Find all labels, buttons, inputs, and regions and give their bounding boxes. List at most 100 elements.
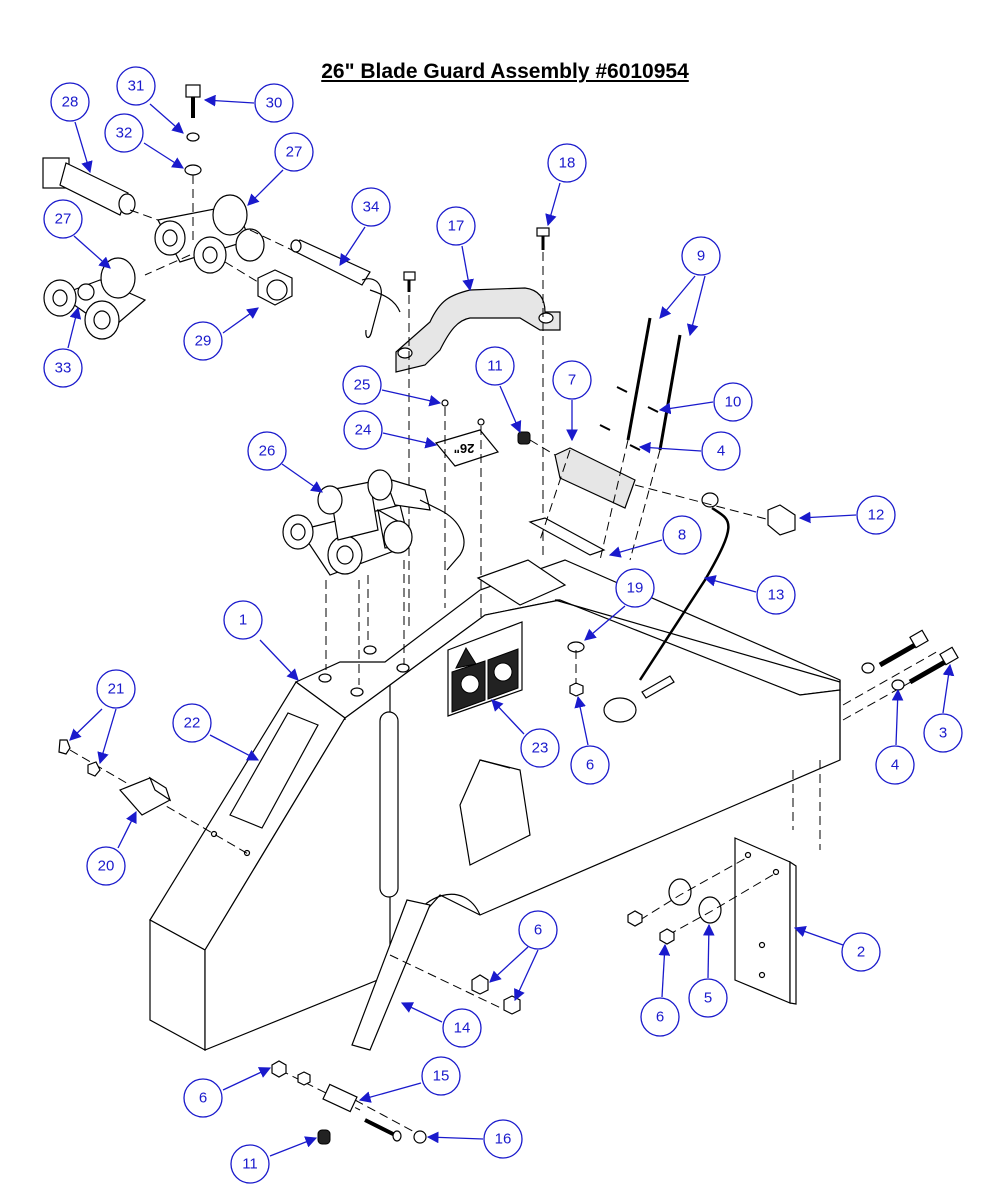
callout-leader [702,923,715,979]
callout-29: 29 [183,307,259,361]
callout-circle [875,745,915,785]
callout-circle [923,713,963,753]
callout-19: 19 [584,568,655,641]
callout-number: 6 [656,1009,664,1026]
callout-leader [259,639,299,681]
callout-circle [662,515,702,555]
callout-circle [230,1144,270,1184]
callout-leader [891,688,904,746]
callout-circle [343,410,383,450]
callout-7: 7 [552,360,592,442]
callout-6: 6 [570,695,610,785]
callout-4: 4 [875,688,915,785]
callout-6: 6 [640,943,680,1037]
callout-circle [841,932,881,972]
callout-circle [520,728,560,768]
callout-circle [43,348,83,388]
callout-circle [96,669,136,709]
diagram-title: 26" Blade Guard Assembly #6010954 [321,60,689,83]
callout-28: 28 [50,82,93,174]
callout-circle [104,113,144,153]
callout-number: 17 [448,218,465,235]
callout-leader [382,432,438,449]
callout-leader [222,307,259,334]
callout-number: 10 [725,394,742,411]
callout-circle [640,997,680,1037]
callout-leader [209,734,260,761]
callout-leader [703,575,757,593]
callout-31: 31 [116,66,184,134]
callout-18: 18 [545,143,587,227]
callout-leader [400,1002,443,1023]
callout-27: 27 [247,132,314,206]
callout-number: 3 [939,725,947,742]
callout-leader [658,943,671,998]
callout-leader [793,926,844,946]
callout-number: 6 [586,757,594,774]
callout-leader [74,121,93,174]
callout-circle [701,431,741,471]
callout-34: 34 [339,187,391,266]
callout-layer: 1234456666789101111121314151617181920212… [43,66,963,1184]
callout-leader [659,275,696,319]
callout-number: 30 [266,95,283,112]
callout-number: 24 [355,422,372,439]
callout-leader [69,708,103,741]
callout-number: 2 [857,944,865,961]
callout-leader [358,1082,422,1103]
callout-number: 19 [627,580,644,597]
callout-number: 29 [195,333,212,350]
callout-6: 6 [183,1067,272,1118]
callout-leader [658,401,714,415]
callout-circle [116,66,156,106]
callout-number: 18 [559,155,576,172]
callout-leader [545,182,561,227]
callout-leader [942,663,955,714]
callout-circle [713,382,753,422]
callout-leader [489,946,529,983]
callout-9: 9 [659,236,721,337]
callout-circle [223,600,263,640]
callout-circle [342,365,382,405]
callout-circle [483,1119,523,1159]
callout-30: 30 [203,83,294,123]
callout-circle [681,236,721,276]
callout-circle [615,568,655,608]
callout-leader [73,235,111,269]
callout-number: 25 [354,377,371,394]
callout-circle [274,132,314,172]
callout-leader [269,1136,318,1157]
callout-leader [97,708,117,765]
callout-number: 33 [55,360,72,377]
callout-number: 7 [568,372,576,389]
callout-24: 24 [343,410,438,450]
callout-number: 15 [433,1068,450,1085]
callout-circle [856,495,896,535]
callout-circle [183,321,223,361]
callout-14: 14 [400,1002,482,1048]
callout-number: 20 [98,858,115,875]
callout-23: 23 [491,699,560,768]
callout-circle [254,83,294,123]
callout-33: 33 [43,306,83,388]
callout-leader [608,539,663,558]
callout-number: 14 [454,1020,471,1037]
roller-assembly-upper [42,84,401,340]
callout-number: 1 [239,612,247,629]
callout-leader [381,389,442,407]
callout-21: 21 [69,669,136,765]
callout-circle [547,143,587,183]
callout-circle [421,1056,461,1096]
callout-leader [222,1067,272,1091]
callout-number: 27 [286,144,303,161]
callout-number: 22 [184,715,201,732]
callout-number: 26 [259,443,276,460]
callout-circle [518,910,558,950]
callout-22: 22 [172,703,260,761]
callout-circle [436,206,476,246]
callout-1: 1 [223,600,299,681]
callout-circle [552,360,592,400]
callout-32: 32 [104,113,184,169]
callout-leader [149,103,184,134]
